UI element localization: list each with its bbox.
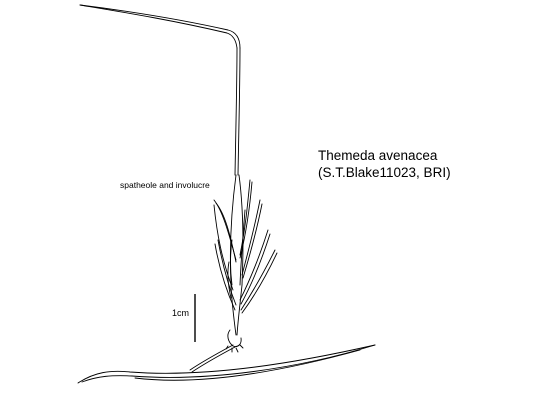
upper-leaf-blade (79, 4, 241, 49)
scale-label: 1cm (172, 308, 190, 318)
part-label: spatheole and involucre (120, 180, 210, 190)
involucre-cluster (213, 174, 278, 353)
basal-leaf-blade (77, 344, 376, 384)
specimen-citation: (S.T.Blake11023, BRI) (318, 165, 451, 180)
species-name: Themeda avenacea (318, 148, 438, 163)
lower-stalk (189, 344, 234, 371)
culm (237, 47, 241, 176)
